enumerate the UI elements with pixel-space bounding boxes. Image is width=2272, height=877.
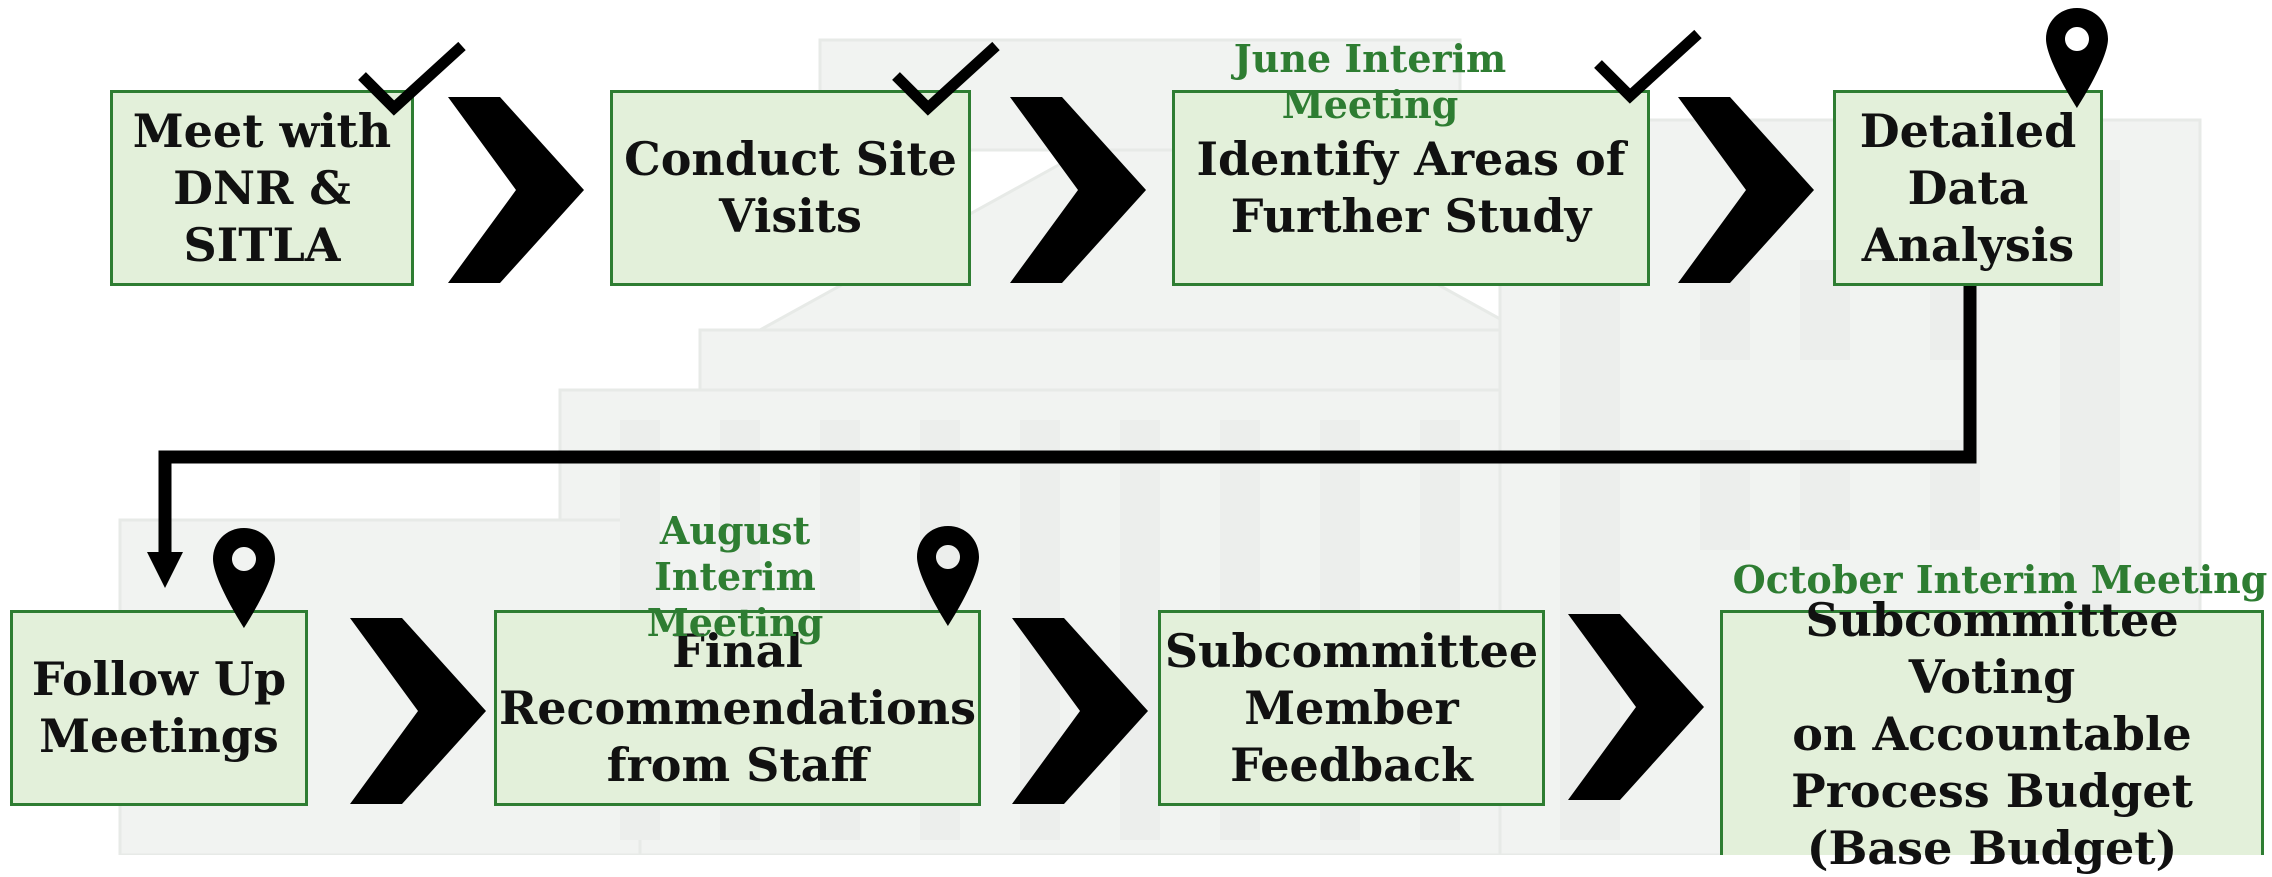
chevron-right-icon [1012,618,1148,804]
chevron-right-icon [1010,97,1146,283]
chevron-right-icon [448,97,584,283]
map-pin-icon [213,528,275,628]
step-label: Follow Up Meetings [31,652,287,763]
step-meet-with-dnr-sitla: Meet with DNR & SITLA [110,90,414,286]
step-label: Identify Areas of Further Study [1196,132,1626,243]
step-label: Subcommittee Voting on Accountable Proce… [1791,592,2193,875]
step-label: Subcommittee Member Feedback [1164,623,1539,792]
checkmark-icon [1594,29,1702,104]
step-member-feedback: Subcommittee Member Feedback [1158,610,1545,806]
step-subcommittee-voting: Subcommittee Voting on Accountable Proce… [1720,593,2264,875]
checkmark-icon [892,41,1000,116]
step-label: Final Recommendations from Staff [499,623,976,792]
step-final-recommendations: Final Recommendations from Staff [494,610,981,806]
meeting-label-october: October Interim Meeting [1732,557,2268,602]
step-label: Conduct Site Visits [624,132,957,243]
map-pin-icon [2046,8,2108,108]
step-follow-up-meetings: Follow Up Meetings [10,610,308,806]
map-pin-icon [917,526,979,626]
flow-connector-arrow [147,286,1977,588]
meeting-label-june: June Interim Meeting [1233,36,1507,127]
step-detailed-data-analysis: Detailed Data Analysis [1833,90,2103,286]
step-label: Detailed Data Analysis [1859,103,2077,272]
meeting-label-august: August Interim Meeting [646,508,824,645]
chevron-right-icon [350,618,486,804]
step-label: Meet with DNR & SITLA [132,103,392,272]
chevron-right-icon [1678,97,1814,283]
step-identify-areas: Identify Areas of Further Study [1172,90,1650,286]
step-conduct-site-visits: Conduct Site Visits [610,90,971,286]
chevron-right-icon [1568,614,1704,800]
checkmark-icon [358,41,466,116]
